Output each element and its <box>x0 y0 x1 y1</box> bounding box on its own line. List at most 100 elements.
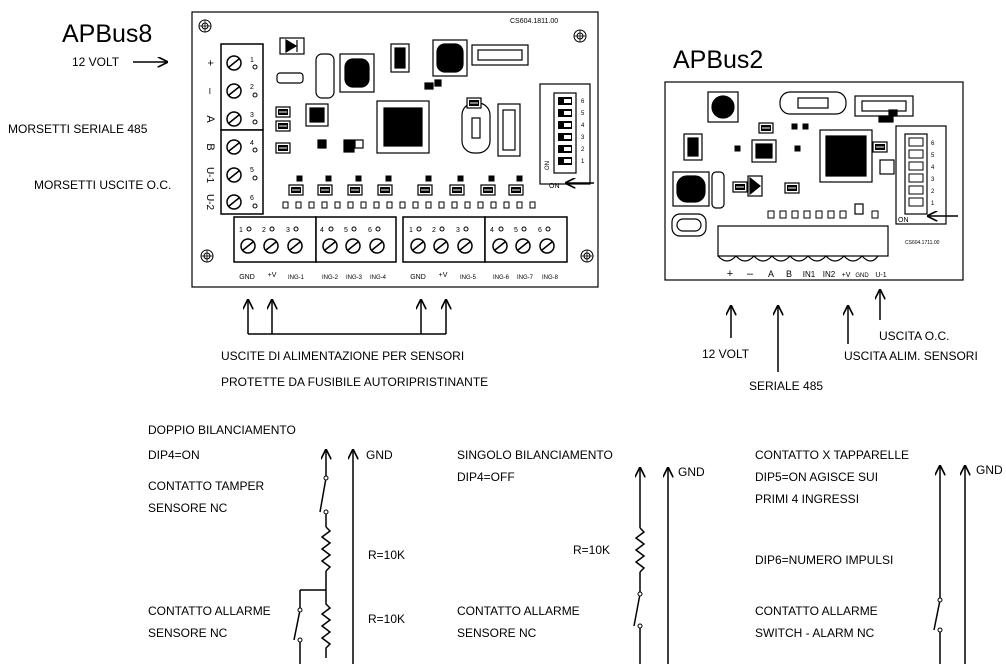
term-v-1: +V <box>268 272 277 279</box>
apbus2-term-plus: + <box>727 268 733 280</box>
dip-on-mark: ON <box>545 161 551 170</box>
single-dip: DIP4=OFF <box>457 470 515 484</box>
apbus8-section: APBus8 12 VOLT MORSETTI SERIALE 485 MORS… <box>8 11 599 389</box>
single-r: R=10K <box>573 543 610 557</box>
apbus2-term-minus: – <box>747 268 754 280</box>
single-title: SINGOLO BILANCIAMENTO <box>457 448 613 462</box>
term-ing-8: ING-8 <box>542 275 559 281</box>
term-v-2: +V <box>439 272 448 279</box>
terminal-u1: U-1 <box>204 167 215 184</box>
single-gnd: GND <box>678 465 705 479</box>
shutter-dip5-line2: PRIMI 4 INGRESSI <box>755 492 859 506</box>
left-terminal-block: 1 2 3 4 5 6 <box>220 43 264 215</box>
apbus2-power-label: 12 VOLT <box>702 347 750 361</box>
term-ing-4: ING-4 <box>370 275 387 281</box>
mounting-hole <box>198 19 212 33</box>
apbus8-title: APBus8 <box>62 20 152 48</box>
double-balancing-section: DOPPIO BILANCIAMENTO DIP4=ON CONTATTO TA… <box>148 423 405 664</box>
double-r1: R=10K <box>368 548 405 562</box>
svg-text:6: 6 <box>368 227 372 234</box>
double-title: DOPPIO BILANCIAMENTO <box>148 423 296 437</box>
svg-text:6: 6 <box>931 141 935 147</box>
svg-text:4: 4 <box>581 123 585 129</box>
apbus2-term-in1: IN1 <box>803 270 816 279</box>
term-gnd-2: GND <box>410 274 426 281</box>
svg-text:3: 3 <box>931 177 935 183</box>
svg-text:3: 3 <box>250 112 254 119</box>
shutter-contact-section: CONTATTO X TAPPARELLE DIP5=ON AGISCE SUI… <box>755 448 1003 664</box>
apbus2-term-u1: U-1 <box>875 272 886 279</box>
svg-text:3: 3 <box>581 135 585 141</box>
apbus2-terminal-strip <box>717 225 889 262</box>
serial-terminals-label: MORSETTI SERIALE 485 <box>8 122 148 136</box>
bottom-terminal-labels: GND +V ING-1 ING-2 ING-3 ING-4 GND +V IN… <box>239 272 558 281</box>
double-contacts <box>297 475 329 643</box>
terminal-minus: – <box>204 88 216 95</box>
apbus2-terminal-labels: + – A B IN1 IN2 +V GND U-1 <box>727 268 887 280</box>
svg-text:4: 4 <box>250 140 254 147</box>
double-circuit <box>293 450 353 664</box>
svg-text:6: 6 <box>538 227 542 234</box>
apbus2-title: APBus2 <box>673 46 763 74</box>
double-gnd: GND <box>366 448 393 462</box>
apbus2-section: APBus2 <box>664 46 978 393</box>
power-outputs-line2: PROTETTE DA FUSIBILE AUTORIPRISTINANTE <box>221 375 488 389</box>
svg-text:6: 6 <box>250 195 254 202</box>
shutter-alarm-line2: SWITCH - ALARM NC <box>755 626 875 640</box>
shutter-alarm-line1: CONTATTO ALLARME <box>755 604 878 618</box>
double-r2: R=10K <box>368 612 405 626</box>
apbus2-term-in2: IN2 <box>823 270 836 279</box>
term-gnd-1: GND <box>239 274 255 281</box>
terminal-plus: + <box>204 60 216 66</box>
apbus8-board-code: CS604.1811.00 <box>510 18 558 25</box>
apbus8-power-label: 12 VOLT <box>72 55 120 69</box>
apbus2-term-v: +V <box>842 272 851 279</box>
svg-text:4: 4 <box>931 165 935 171</box>
mounting-hole <box>200 249 214 263</box>
svg-text:4: 4 <box>320 227 324 234</box>
apbus2-arrows <box>731 290 880 372</box>
power-output-arrows <box>248 300 446 335</box>
power-outputs-line1: USCITE DI ALIMENTAZIONE PER SENSORI <box>221 349 464 363</box>
apbus2-term-b: B <box>786 269 792 279</box>
svg-text:5: 5 <box>581 111 585 117</box>
svg-text:1: 1 <box>409 227 413 234</box>
svg-text:4: 4 <box>490 227 494 234</box>
apbus2-pads <box>734 123 879 219</box>
double-dip: DIP4=ON <box>148 448 200 462</box>
svg-text:6: 6 <box>581 99 585 105</box>
svg-text:5: 5 <box>931 153 935 159</box>
apbus2-serial-label: SERIALE 485 <box>749 379 823 393</box>
single-alarm-line1: CONTATTO ALLARME <box>457 604 580 618</box>
single-alarm-line2: SENSORE NC <box>457 626 537 640</box>
shutter-circuit <box>933 466 965 664</box>
dip-on-label: ON <box>549 183 560 190</box>
svg-text:2: 2 <box>250 84 254 91</box>
double-alarm-line1: CONTATTO ALLARME <box>148 604 271 618</box>
shutter-dip5: DIP5=ON AGISCE SUI <box>755 470 878 484</box>
svg-text:2: 2 <box>931 189 935 195</box>
board-components <box>276 37 529 157</box>
svg-text:5: 5 <box>250 167 254 174</box>
svg-text:3: 3 <box>456 227 460 234</box>
term-ing-1: ING-1 <box>288 275 305 281</box>
apbus2-dip-switch: 654 321 ON CS604.1711.00 <box>895 125 958 246</box>
term-ing-2: ING-2 <box>322 275 339 281</box>
oc-terminals-label: MORSETTI USCITE O.C. <box>34 178 171 192</box>
apbus2-components <box>671 91 914 237</box>
svg-text:2: 2 <box>262 227 266 234</box>
svg-text:1: 1 <box>581 159 585 165</box>
apbus2-board-code: CS604.1711.00 <box>905 240 940 246</box>
apbus2-oc-label: USCITA O.C. <box>879 329 949 343</box>
svg-text:1: 1 <box>239 227 243 234</box>
terminal-a: A <box>204 115 216 123</box>
term-ing-5: ING-5 <box>460 275 477 281</box>
apbus2-term-gnd: GND <box>855 273 869 279</box>
single-balancing-section: SINGOLO BILANCIAMENTO DIP4=OFF R=10K CON… <box>457 448 705 664</box>
double-alarm-line2: SENSORE NC <box>148 626 228 640</box>
svg-text:2: 2 <box>581 147 585 153</box>
svg-text:1: 1 <box>250 57 254 64</box>
